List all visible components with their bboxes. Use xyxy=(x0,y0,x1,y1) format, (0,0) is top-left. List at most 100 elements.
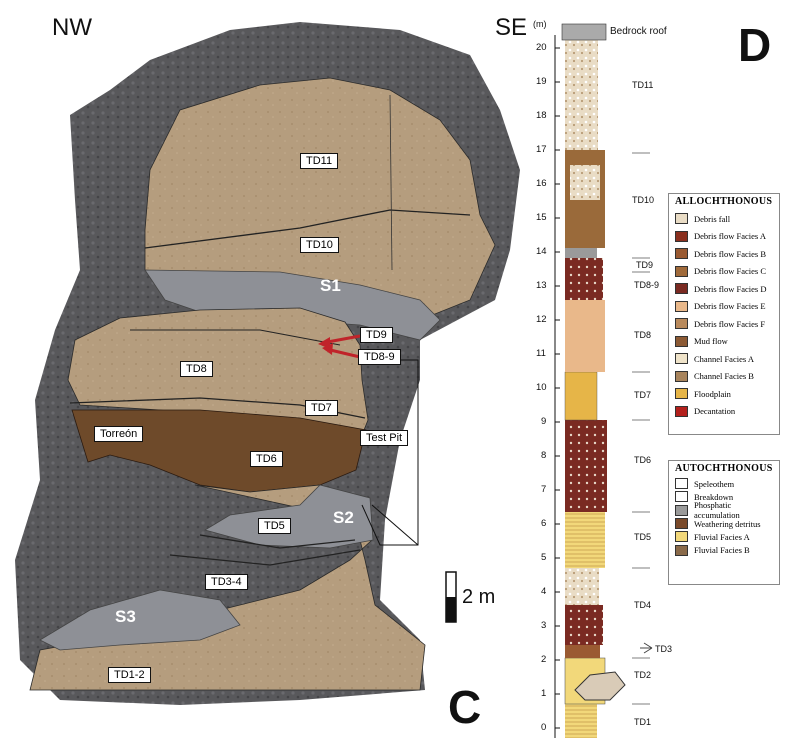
unit-label-td6: TD6 xyxy=(250,451,283,467)
panel-letter-d: D xyxy=(738,19,772,71)
col-unit-td11: TD11 xyxy=(632,80,654,90)
axis-tick-label: 0 xyxy=(541,722,547,733)
axis-tick-label: 20 xyxy=(536,42,547,53)
s3-surface xyxy=(39,589,241,651)
legend-item: Weathering detritus xyxy=(669,517,779,530)
unit-label-td5: TD5 xyxy=(258,518,291,534)
legend-item: Channel Facies A xyxy=(669,350,779,368)
axis-unit: (m) xyxy=(533,19,547,29)
unit-label-test-pit: Test Pit xyxy=(360,430,409,446)
legend-item: Phosphatic accumulation xyxy=(669,500,779,520)
unit-td10-pebbles xyxy=(570,165,600,200)
axis-tick-label: 4 xyxy=(541,586,547,597)
unit-td4-lower xyxy=(565,605,603,645)
legend-item: Floodplain xyxy=(669,385,779,403)
col-unit-td2: TD2 xyxy=(634,670,652,680)
legend-label: Debris flow Facies C xyxy=(694,266,767,277)
col-unit-td3: TD3 xyxy=(655,644,673,654)
legend-label: Channel Facies A xyxy=(694,353,754,364)
legend-swatch xyxy=(675,353,688,365)
legend-item: Debris fall xyxy=(669,210,779,228)
unit-td7 xyxy=(564,371,598,421)
unit-td8 xyxy=(565,300,605,372)
middle-block xyxy=(67,307,369,441)
legend-item: Debris flow Facies C xyxy=(669,263,779,281)
legend-item: Breakdown xyxy=(669,490,779,503)
legend-label: Breakdown xyxy=(694,491,734,502)
legend-swatch xyxy=(675,544,688,556)
s1-surface xyxy=(144,269,441,341)
legend-item: Debris flow Facies E xyxy=(669,298,779,316)
col-unit-td8: TD8 xyxy=(634,330,652,340)
panel-letter-c: C xyxy=(448,681,482,733)
col-unit-td7: TD7 xyxy=(634,390,652,400)
legend-label: Debris fall xyxy=(694,213,731,224)
legend-item: Speleothem xyxy=(669,477,779,490)
legend-swatch xyxy=(675,248,688,260)
axis-tick-label: 11 xyxy=(536,348,546,359)
legend-item: Fluvial Facies A xyxy=(669,530,779,543)
legend-label: Weathering detritus xyxy=(694,518,761,529)
axis-tick-label: 16 xyxy=(536,178,547,189)
td8-internal-line xyxy=(130,329,341,346)
axis-tick-label: 5 xyxy=(541,552,547,563)
legend-item: Debris flow Facies F xyxy=(669,315,779,333)
axis-tick-label: 1 xyxy=(541,688,547,699)
orientation-se: SE xyxy=(495,14,528,41)
surface-label-s1: S1 xyxy=(320,276,341,295)
axis-tick-label: 14 xyxy=(536,246,547,257)
legend-label: Debris flow Facies F xyxy=(694,318,766,329)
scale-bar xyxy=(445,571,457,623)
legend-swatch xyxy=(675,230,688,242)
legend-label: Fluvial Facies B xyxy=(694,545,750,556)
legend-label: Channel Facies B xyxy=(694,371,754,382)
legend-swatch xyxy=(675,335,688,347)
legend-swatch xyxy=(675,318,688,330)
legend-swatch xyxy=(675,300,688,312)
unit-label-torreon: Torreón xyxy=(94,426,144,442)
unit-td9 xyxy=(565,248,597,258)
axis-tick-label: 15 xyxy=(536,212,547,223)
legend-label: Mud flow xyxy=(694,336,728,347)
red-arrows xyxy=(318,334,361,359)
axis-tick-label: 7 xyxy=(541,484,547,495)
unit-td6 xyxy=(565,420,607,512)
unit-td5 xyxy=(565,512,605,568)
col-unit-td8-9: TD8-9 xyxy=(634,280,660,290)
legend-item: Channel Facies B xyxy=(669,368,779,386)
td3-4-contact xyxy=(169,549,361,566)
unit-label-td9: TD9 xyxy=(360,327,393,343)
unit-label-td10: TD10 xyxy=(300,237,339,253)
upper-block-edge xyxy=(389,94,393,271)
legend-label: Decantation xyxy=(694,406,736,417)
surface-label-s3: S3 xyxy=(115,607,136,626)
legend-label: Debris flow Facies D xyxy=(694,283,767,294)
legend-swatch xyxy=(675,283,688,295)
col-unit-td5: TD5 xyxy=(634,532,652,542)
axis-tick-label: 13 xyxy=(536,280,547,291)
axis-tick-label: 18 xyxy=(536,110,547,121)
breakdown-clast xyxy=(574,671,626,701)
axis-tick-label: 9 xyxy=(541,416,547,427)
td10-td11-contact xyxy=(144,209,471,249)
col-unit-td9: TD9 xyxy=(636,260,654,270)
col-unit-td1: TD1 xyxy=(634,717,652,727)
legend-swatch xyxy=(675,491,688,503)
scale-label: 2 m xyxy=(462,586,496,608)
bedrock-roof xyxy=(561,23,607,41)
col-unit-td10: TD10 xyxy=(632,195,655,205)
unit-td8-9 xyxy=(565,258,603,300)
legend-swatch xyxy=(675,478,688,490)
legend-swatch xyxy=(675,265,688,277)
legend-label: Phosphatic accumulation xyxy=(694,500,740,521)
legend-swatch xyxy=(675,518,688,530)
unit-boundaries xyxy=(632,152,650,705)
orientation-nw: NW xyxy=(52,14,92,41)
legend-allochthonous-title: ALLOCHTHONOUS xyxy=(675,196,773,207)
td5-contact xyxy=(199,534,356,549)
unit-td11 xyxy=(565,40,598,150)
axis-tick-label: 19 xyxy=(536,76,547,87)
